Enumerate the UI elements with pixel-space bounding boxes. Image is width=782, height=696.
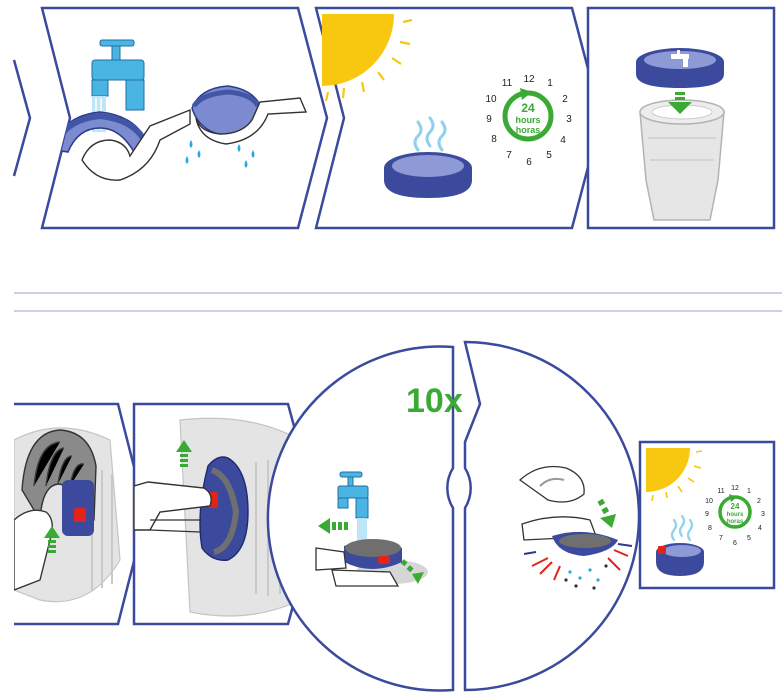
tap-icon <box>91 39 145 111</box>
hand-icon <box>331 569 400 587</box>
filter-cartridge <box>636 48 724 88</box>
repeat-count-label: 10x <box>406 382 463 420</box>
clock-center-unit-en: hours <box>515 115 540 125</box>
clock-hour-label: 4 <box>758 525 762 532</box>
release-tab <box>74 508 86 522</box>
drying-filter <box>656 543 704 576</box>
steam-icon <box>413 116 447 152</box>
clock-hour-label: 6 <box>733 540 737 547</box>
clock-hour-label: 1 <box>547 78 553 89</box>
rinse-filter-illustration <box>315 471 428 587</box>
hand-icon <box>81 108 191 181</box>
repeat-ring-right-half <box>463 340 641 692</box>
clock-hour-label: 10 <box>485 94 497 105</box>
arrow-up-icon <box>44 526 60 553</box>
arrow-down-icon <box>597 498 616 528</box>
arrow-up-icon <box>176 440 192 467</box>
hand-icon <box>14 509 53 592</box>
clock-center-unit-es: horas <box>727 519 744 525</box>
arrow-down-right-icon <box>400 559 424 584</box>
clock-center-value: 24 <box>731 502 740 511</box>
hand-icon <box>315 547 347 571</box>
step-refit-filter-panel <box>586 6 776 230</box>
arrow-left-icon <box>318 518 348 534</box>
clock-hour-label: 2 <box>757 498 761 505</box>
step-wash-filter-panel <box>40 6 329 230</box>
clock-icon: 24 hours horas 11 12 1 2 3 4 5 6 7 8 9 1… <box>705 485 765 547</box>
clock-icon: 24 hours horas 11 12 1 2 3 4 5 6 7 8 9 1… <box>485 74 572 168</box>
clock-hour-label: 2 <box>562 94 568 105</box>
filter-body <box>199 456 249 561</box>
clock-hour-label: 9 <box>705 511 709 518</box>
clock-center-unit-es: horas <box>516 125 541 135</box>
water-stream <box>357 518 367 548</box>
clock-hour-label: 5 <box>747 535 751 542</box>
repeat-cycle-ring: 10x <box>266 340 641 692</box>
clock-hour-label: 7 <box>719 535 723 542</box>
clock-hour-label: 10 <box>705 498 713 505</box>
clock-hour-label: 12 <box>731 485 739 492</box>
drying-filter <box>384 152 472 198</box>
partial-step-frame-left <box>12 59 32 177</box>
tap-icon <box>337 471 369 519</box>
sun-icon <box>322 14 413 102</box>
clock-hour-label: 12 <box>523 74 535 85</box>
arrow-down-icon <box>668 92 692 114</box>
hand-icon <box>518 465 585 503</box>
tap-out-filter-illustration <box>518 465 633 590</box>
sun-icon <box>646 448 703 502</box>
clock-hour-label: 11 <box>717 488 724 495</box>
clock-hour-label: 7 <box>506 150 512 161</box>
water-drop-icon <box>185 140 255 168</box>
hand-icon <box>134 481 212 531</box>
clock-center-value: 24 <box>521 101 535 115</box>
clock-hour-label: 5 <box>546 150 552 161</box>
clock-hour-label: 3 <box>761 511 765 518</box>
step-dry-filter-small-panel: 24 hours horas 11 12 1 2 3 4 5 6 7 8 9 1… <box>638 440 776 590</box>
steam-icon <box>670 514 694 542</box>
clock-hour-label: 11 <box>502 78 513 89</box>
clock-hour-label: 9 <box>486 114 492 125</box>
step-remove-filter-panel <box>14 402 148 626</box>
tap-icon <box>671 50 689 67</box>
clock-hour-label: 4 <box>560 135 566 146</box>
hand-icon <box>195 97 308 145</box>
debris-particles <box>523 543 633 590</box>
clock-hour-label: 1 <box>747 488 751 495</box>
clock-hour-label: 3 <box>566 114 572 125</box>
clock-hour-label: 8 <box>708 525 712 532</box>
vacuum-cyclone-body <box>639 99 725 221</box>
clock-hour-label: 8 <box>491 134 497 145</box>
step-dry-filter-panel: 24 hours horas 11 12 1 2 3 4 5 6 7 8 9 1… <box>314 6 603 230</box>
step-pull-filter-panel <box>132 402 320 626</box>
clock-hour-label: 6 <box>526 157 532 168</box>
clock-center-unit-en: hours <box>727 512 744 518</box>
release-tab <box>378 556 390 564</box>
